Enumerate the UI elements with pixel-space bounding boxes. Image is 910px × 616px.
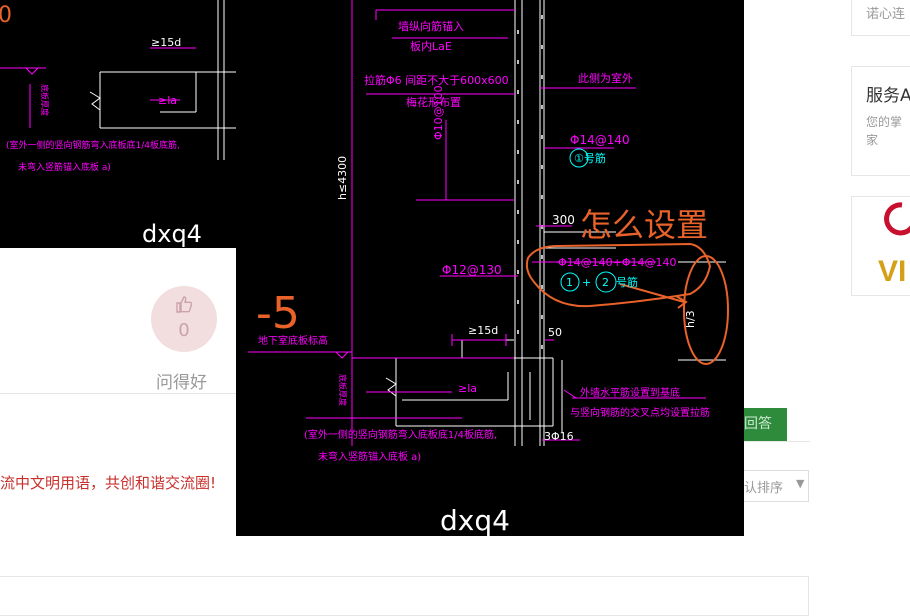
card2-desc: 您的掌 家 [866,113,902,149]
sort-dropdown[interactable]: 认排序 ▼ [744,470,809,502]
rebar-b: Φ10@100 [432,85,445,140]
like-count: 0 [178,320,190,341]
rebar-c: Φ12@130 [442,263,502,277]
top-note-2: 板内LaE [410,39,452,53]
question-annotation: 怎么设置 [580,206,708,244]
rebar-a: Φ14@140 [570,133,630,147]
tie-note-2: 梅花形布置 [406,95,461,109]
h-label: h≤4300 [336,156,349,200]
card2-desc-line1: 您的掌 [866,115,903,129]
tie-note-1: 拉筋Φ6 间距不大于600x600 [364,73,509,87]
left-note-line2: 未弯入竖筋锚入底板 a) [18,161,111,173]
outside-label: 此侧为室外 [578,71,633,85]
dim-50: 50 [548,326,562,339]
h3-label: h/3 [684,310,697,328]
right-note-1: 外墙水平筋设置到基底 [580,386,680,399]
answer-button[interactable]: 回答 [744,408,787,441]
annotation-shape [525,242,729,365]
sidebar-card-service[interactable]: 服务A 您的掌 家 [851,66,910,176]
plus-sign: + [582,276,591,289]
left-note-line1: (室外一侧的竖向钢筋弯入底板底1/4板底筋, [6,139,180,151]
ad-logo-text: VI [878,255,906,288]
main-drawing-image: 墙纵向筋锚入 板内LaE 拉筋Φ6 间距不大于600x600 梅花形布置 此侧为… [236,0,744,536]
left-drawing-image: ≥15d ≥la 底板厚度 (室外一侧的竖向钢筋弯入底板底1/4板底筋, 未弯入… [0,0,236,248]
card1-text: 诺心连 [866,7,906,22]
circle-2-num: 2 [602,276,609,289]
dim-15d: ≥15d [468,324,498,337]
divider [744,441,810,442]
left-dim-top: ≥15d [151,36,181,49]
sidebar-card-1[interactable]: 诺心连 [851,0,910,36]
card2-desc-line2: 家 [866,133,879,147]
ad-logo: VI [878,202,910,288]
thumbs-up-icon [176,296,193,313]
divider [0,393,236,394]
left-drawing-title: dxq4 [142,220,202,248]
civility-notice: 流中文明用语，共创和谐交流圈! [0,474,217,492]
level-annotation: -5 [256,288,300,339]
rebar-combo: Φ14@140+Φ14@140 [558,256,677,269]
drawing-title: dxq4 [440,504,510,536]
sort-label: 认排序 [744,481,784,496]
left-dim-la: ≥la [158,94,177,107]
top-note-1: 墙纵向筋锚入 [398,19,464,33]
level-note: 地下室底板标高 [258,334,328,347]
hao-jin-label: 号筋 [616,275,638,289]
right-note-2: 与竖向钢筋的交叉点均设置拉筋 [570,406,710,419]
sidebar-card-ad[interactable]: VI [851,196,910,296]
bottom-rebar: 3Φ16 [544,430,574,443]
dim-300: 300 [552,213,575,227]
left-edge-digit: 0 [0,3,12,28]
dim-la: ≥la [458,382,477,395]
rebar-a-mark: ①号筋 [574,151,606,165]
like-label: 问得好 [156,373,207,393]
note-line-1: (室外一侧的竖向钢筋弯入底板底1/4板底筋, [304,428,497,441]
chevron-down-icon: ▼ [796,477,805,490]
left-vert-label: 底板厚度 [40,84,50,116]
card2-title: 服务A [866,86,910,106]
wall-rebar-dots [517,15,543,349]
note-line-2: 未弯入竖筋锚入底板 a) [318,450,421,463]
circle-1-num: 1 [566,276,573,289]
like-button[interactable]: 0 [151,286,217,352]
comment-input[interactable] [0,576,809,616]
slab-vert-label: 底板厚度 [338,374,348,406]
